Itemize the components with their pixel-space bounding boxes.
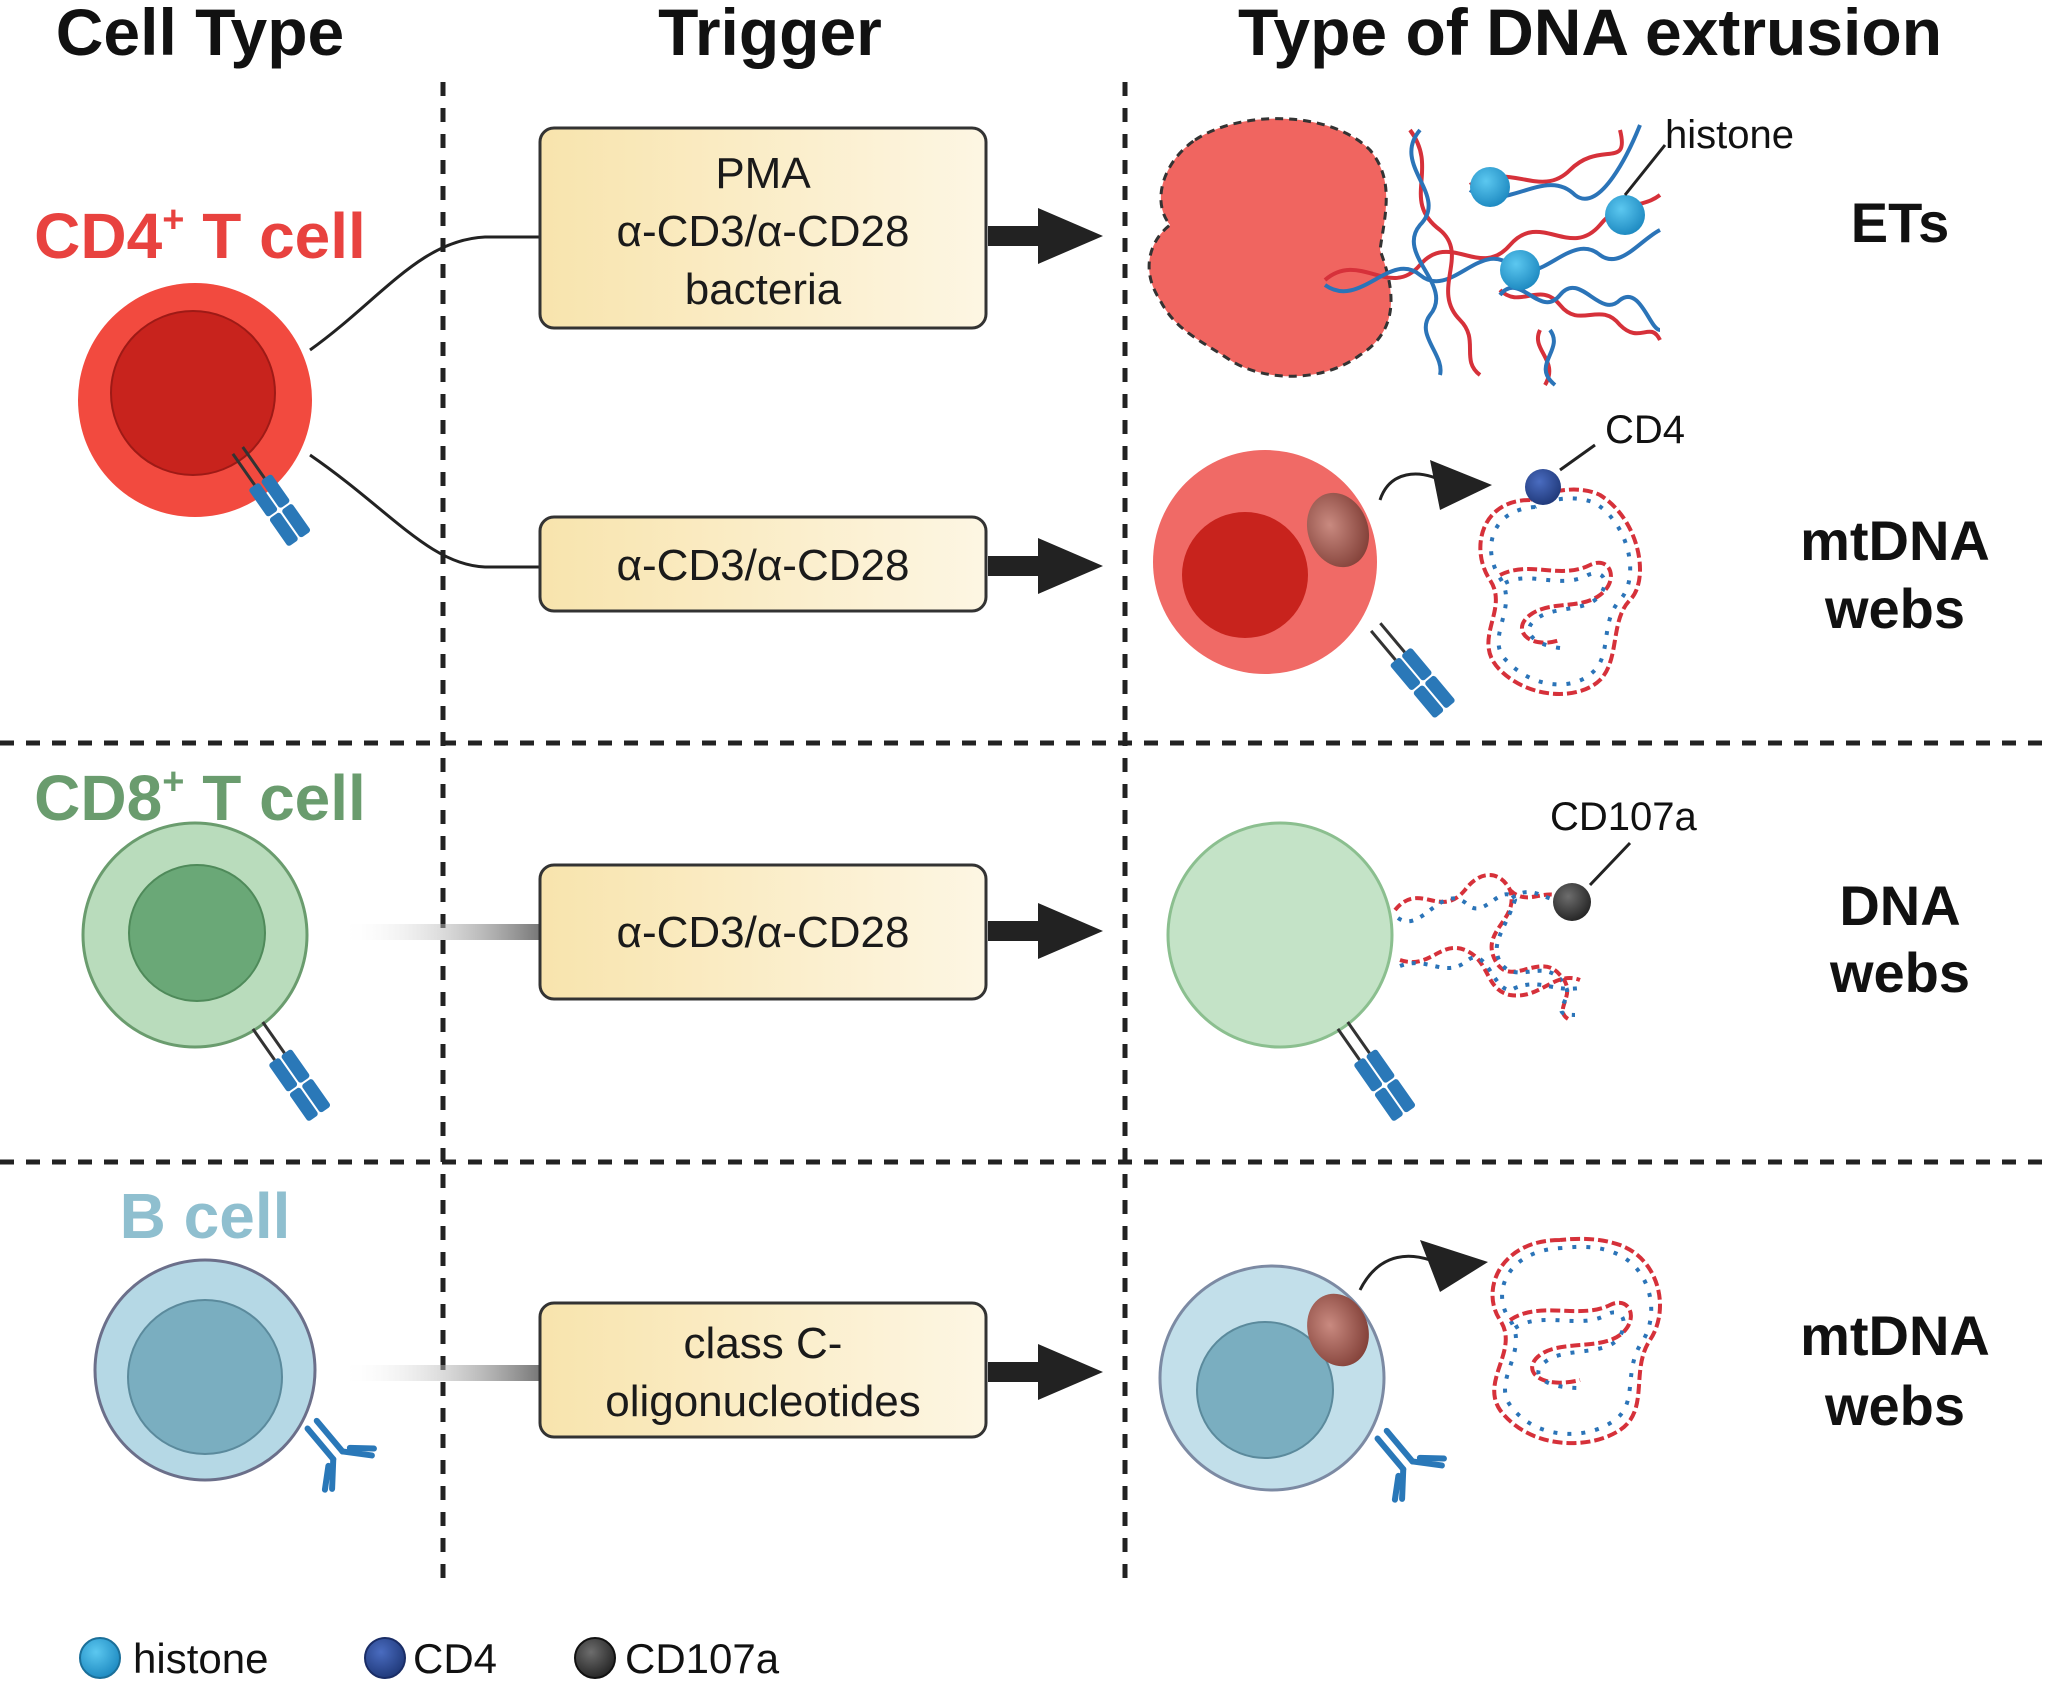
cd4-mtdna-extrusion: CD4 — [1153, 408, 1685, 718]
bcr-antibody-icon — [1374, 1427, 1447, 1503]
trigger-line: α-CD3/α-CD28 — [617, 541, 910, 590]
histone-icon — [1500, 250, 1540, 290]
cd107a-icon — [574, 1637, 616, 1679]
result-label: ETs — [1851, 191, 1950, 254]
cd107a-callout-line — [1588, 841, 1632, 887]
cd4-callout-line — [1559, 443, 1596, 472]
trigger-line: class C- — [684, 1319, 843, 1368]
release-arrow-icon — [1430, 460, 1492, 510]
legend-label: CD4 — [413, 1635, 497, 1682]
arrow-right-icon — [988, 903, 1103, 959]
header-cell-type: Cell Type — [56, 0, 345, 69]
mitochondrion-icon — [1306, 492, 1370, 568]
cd4-connector-bottom — [309, 453, 540, 569]
trigger-box-cd8-cd3-cd28: α-CD3/α-CD28 — [538, 863, 988, 1001]
mitochondrion-icon — [1307, 1293, 1369, 1367]
cd8-connector — [340, 924, 540, 940]
b-cell-nucleus — [127, 1299, 283, 1455]
lysed-cell-icon — [1147, 117, 1393, 378]
trigger-line: α-CD3/α-CD28 — [617, 908, 910, 957]
trigger-line: α-CD3/α-CD28 — [617, 207, 910, 256]
bcr-antibody-icon — [304, 1417, 377, 1493]
cd4-cell-nucleus — [110, 310, 276, 476]
header-trigger: Trigger — [658, 0, 882, 69]
arrow-right-icon — [988, 208, 1103, 264]
trigger-line: bacteria — [685, 265, 842, 314]
cd8-t-cell — [81, 821, 331, 1121]
result-label: webs — [1824, 1374, 1965, 1437]
arrow-right-icon — [988, 1344, 1103, 1400]
trigger-line: oligonucleotides — [605, 1377, 921, 1426]
histone-callout: histone — [1665, 113, 1794, 157]
cd4-icon — [1525, 469, 1561, 505]
cd107a-icon — [1553, 883, 1591, 921]
b-cell-connector — [340, 1365, 540, 1381]
trigger-box-cd3-cd28: α-CD3/α-CD28 — [538, 515, 988, 613]
release-arrow-icon — [1420, 1240, 1488, 1292]
cd4-connector-top — [309, 235, 540, 352]
cd4-cell-title: CD4+ T cell — [34, 199, 366, 272]
header-extrusion: Type of DNA extrusion — [1238, 0, 1942, 69]
cd8-cell-title: CD8+ T cell — [34, 761, 366, 834]
ets-extrusion: histone — [1147, 113, 1794, 387]
trigger-box-class-c: class C- oligonucleotides — [538, 1301, 988, 1439]
grid-dividers — [0, 82, 2047, 1585]
cd4-t-cell — [78, 283, 312, 546]
release-arrow-line — [1378, 472, 1441, 501]
cd4-icon — [364, 1637, 406, 1679]
mtdna-web-icon — [1490, 1236, 1662, 1446]
b-cell-mtdna-extrusion — [1158, 1236, 1662, 1503]
b-activated-nucleus — [1196, 1321, 1334, 1459]
cd8-activated-cell-body — [1166, 821, 1394, 1049]
cd4-activated-nucleus — [1182, 512, 1308, 638]
legend-label: histone — [133, 1635, 268, 1682]
dna-web-icon — [1393, 873, 1581, 1022]
result-label: webs — [1829, 941, 1970, 1004]
result-label: mtDNA — [1800, 1304, 1990, 1367]
histone-icon — [79, 1637, 121, 1679]
cd4-callout: CD4 — [1605, 408, 1685, 452]
release-arrow-line — [1358, 1254, 1431, 1291]
b-cell-title: B cell — [120, 1180, 291, 1252]
tcr-receptor-icon — [1369, 622, 1455, 718]
legend: histone CD4 CD107a — [79, 1635, 780, 1682]
histone-icon — [1605, 195, 1645, 235]
legend-label: CD107a — [625, 1635, 780, 1682]
tcr-receptor-icon — [251, 1021, 331, 1121]
trigger-box-pma: PMA α-CD3/α-CD28 bacteria — [538, 126, 988, 330]
mtdna-web-icon — [1478, 487, 1642, 696]
cd8-dna-extrusion: CD107a — [1166, 795, 1698, 1121]
histone-icon — [1470, 167, 1510, 207]
cd107a-callout: CD107a — [1550, 795, 1698, 839]
tcr-receptor-icon — [231, 446, 311, 546]
cd8-cell-nucleus — [128, 864, 266, 1002]
arrow-right-icon — [988, 538, 1103, 594]
result-label: mtDNA — [1800, 509, 1990, 572]
histone-callout-line — [1623, 144, 1667, 196]
tcr-receptor-icon — [1336, 1021, 1416, 1121]
result-label: webs — [1824, 577, 1965, 640]
b-cell — [93, 1258, 377, 1493]
result-label: DNA — [1839, 874, 1960, 937]
trigger-line: PMA — [715, 149, 811, 198]
